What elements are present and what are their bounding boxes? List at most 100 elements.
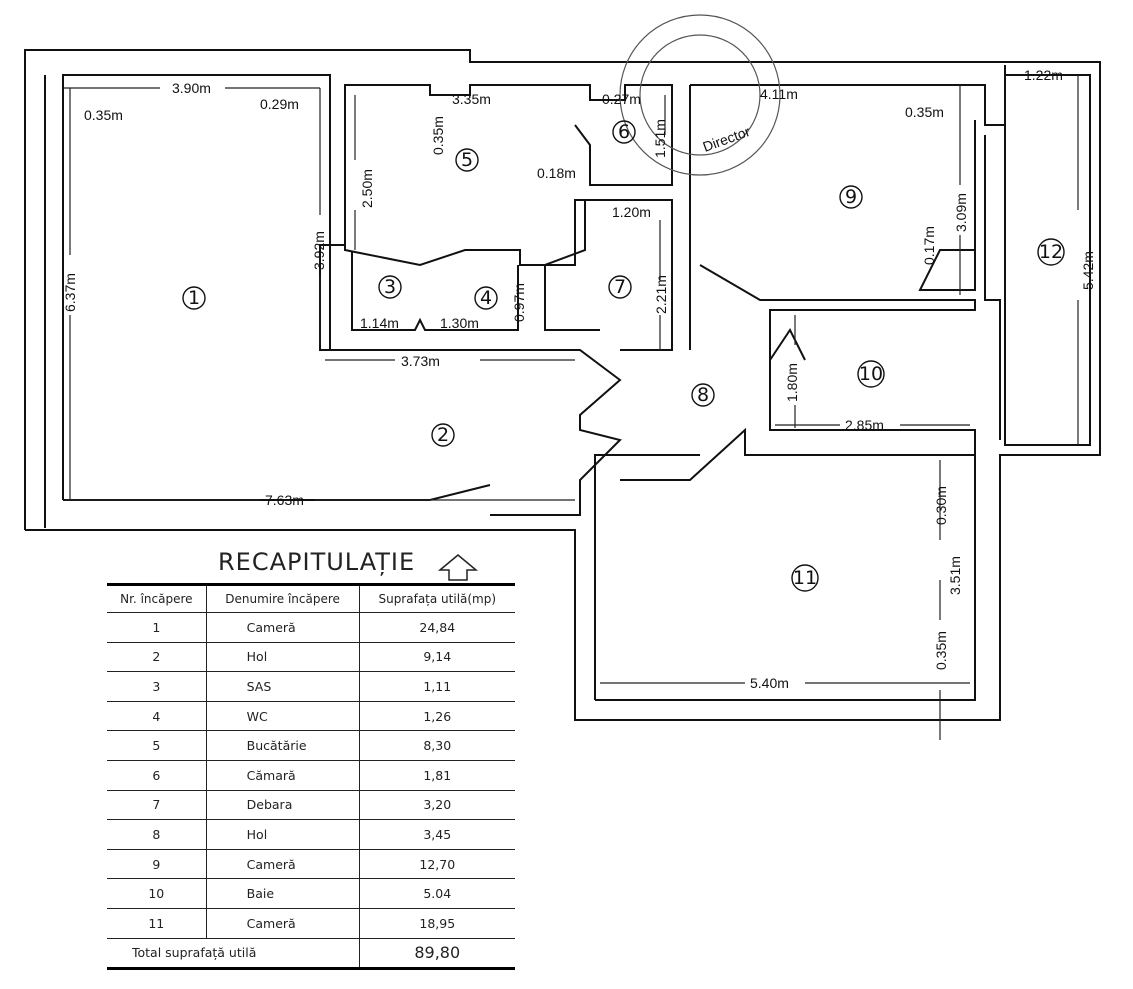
table-cell: 1 bbox=[107, 612, 207, 643]
official-stamp: Director bbox=[619, 14, 781, 176]
recap-table: Nr. încăpere Denumire încăpere Suprafața… bbox=[107, 583, 515, 971]
svg-text:3.92m: 3.92m bbox=[311, 231, 327, 270]
svg-text:3.90m: 3.90m bbox=[172, 80, 211, 96]
dimension-labels: 3.90m 0.35m 0.29m 6.37m 3.92m 3.35m 0.35… bbox=[62, 67, 1096, 691]
svg-text:11: 11 bbox=[793, 567, 817, 589]
svg-text:6: 6 bbox=[618, 121, 630, 143]
table-cell: 3,20 bbox=[358, 789, 515, 821]
table-cell: 11 bbox=[107, 907, 207, 939]
svg-text:0.35m: 0.35m bbox=[933, 631, 949, 670]
room-7-label: 7 bbox=[608, 275, 632, 299]
svg-text:1.30m: 1.30m bbox=[440, 315, 479, 331]
svg-text:2.21m: 2.21m bbox=[653, 275, 669, 314]
table-cell: 24,84 bbox=[358, 612, 515, 643]
svg-text:0.35m: 0.35m bbox=[84, 107, 123, 123]
table-header: Nr. încăpere Denumire încăpere Suprafața… bbox=[107, 584, 515, 613]
table-cell: Hol bbox=[205, 819, 360, 850]
table-cell: Cămară bbox=[205, 759, 360, 791]
table-cell: 3 bbox=[107, 671, 207, 702]
svg-text:0.35m: 0.35m bbox=[430, 116, 446, 155]
svg-text:2.85m: 2.85m bbox=[845, 417, 884, 433]
svg-text:4.11m: 4.11m bbox=[760, 86, 798, 102]
room-5-label: 5 bbox=[455, 148, 479, 172]
room-10-label: 10 bbox=[857, 360, 885, 388]
table-cell: Bucătărie bbox=[205, 730, 360, 761]
table-cell: 7 bbox=[107, 789, 207, 821]
total-row: Total suprafață utilă 89,80 bbox=[107, 937, 515, 970]
room-6-label: 6 bbox=[612, 120, 636, 144]
table-cell: 5 bbox=[107, 730, 207, 761]
dimension-lines bbox=[63, 75, 1079, 740]
room-labels: 1 2 3 4 5 6 7 8 9 10 11 12 bbox=[182, 120, 1065, 592]
svg-text:0.18m: 0.18m bbox=[537, 165, 576, 181]
total-label: Total suprafață utilă bbox=[107, 937, 360, 970]
svg-text:3: 3 bbox=[384, 276, 396, 298]
svg-text:0.29m: 0.29m bbox=[260, 96, 299, 112]
svg-text:3.73m: 3.73m bbox=[401, 353, 440, 369]
svg-text:7: 7 bbox=[614, 276, 626, 298]
table-cell: 8 bbox=[107, 819, 207, 850]
walls bbox=[24, 49, 1101, 721]
table-cell: Cameră bbox=[205, 612, 360, 643]
svg-text:10: 10 bbox=[859, 363, 883, 385]
svg-text:1.20m: 1.20m bbox=[612, 204, 651, 220]
svg-text:0.35m: 0.35m bbox=[905, 104, 944, 120]
room-8-label: 8 bbox=[691, 383, 715, 407]
svg-text:1.22m: 1.22m bbox=[1024, 67, 1063, 83]
svg-text:1.51m: 1.51m bbox=[652, 119, 668, 158]
table-cell: Debara bbox=[205, 789, 360, 821]
table-cell: Cameră bbox=[205, 907, 360, 939]
table-cell: 5.04 bbox=[358, 878, 515, 909]
svg-text:2: 2 bbox=[437, 424, 449, 446]
stamp-text: Director bbox=[701, 123, 753, 155]
svg-text:3.35m: 3.35m bbox=[452, 91, 491, 107]
svg-text:7.63m: 7.63m bbox=[265, 492, 304, 508]
table-cell: 1,26 bbox=[358, 700, 515, 732]
table-cell: 9 bbox=[107, 848, 207, 880]
table-cell: Cameră bbox=[205, 848, 360, 880]
svg-text:0.27m: 0.27m bbox=[602, 91, 641, 107]
table-cell: 3,45 bbox=[358, 819, 515, 850]
table-cell: 6 bbox=[107, 759, 207, 791]
recap-title: RECAPITULAȚIE bbox=[218, 548, 416, 576]
table-cell: 2 bbox=[107, 641, 207, 673]
room-12-label: 12 bbox=[1037, 238, 1065, 266]
svg-text:0.17m: 0.17m bbox=[921, 226, 937, 265]
table-cell: WC bbox=[205, 700, 360, 732]
room-4-label: 4 bbox=[474, 286, 498, 310]
svg-text:1: 1 bbox=[188, 287, 200, 309]
table-cell: Baie bbox=[205, 878, 360, 909]
svg-text:5.42m: 5.42m bbox=[1080, 251, 1096, 290]
table-cell: 12,70 bbox=[358, 848, 515, 880]
table-cell: 1,81 bbox=[358, 759, 515, 791]
svg-text:4: 4 bbox=[480, 287, 492, 309]
entry-arrow-icon bbox=[437, 554, 479, 581]
room-9-label: 9 bbox=[839, 185, 863, 209]
svg-text:9: 9 bbox=[845, 186, 857, 208]
svg-text:0.30m: 0.30m bbox=[933, 486, 949, 525]
svg-text:2.50m: 2.50m bbox=[359, 169, 375, 208]
svg-text:1.80m: 1.80m bbox=[784, 363, 800, 402]
svg-text:8: 8 bbox=[697, 384, 709, 406]
table-cell: 1,11 bbox=[358, 671, 515, 702]
table-cell: 10 bbox=[107, 878, 207, 909]
table-cell: 18,95 bbox=[358, 907, 515, 939]
table-cell: 9,14 bbox=[358, 641, 515, 673]
svg-text:3.51m: 3.51m bbox=[947, 556, 963, 595]
room-11-label: 11 bbox=[791, 564, 819, 592]
room-3-label: 3 bbox=[378, 275, 402, 299]
table-cell: Hol bbox=[205, 641, 360, 673]
svg-text:0.97m: 0.97m bbox=[511, 283, 527, 322]
svg-text:3.09m: 3.09m bbox=[953, 193, 969, 232]
svg-text:1.14m: 1.14m bbox=[360, 315, 399, 331]
